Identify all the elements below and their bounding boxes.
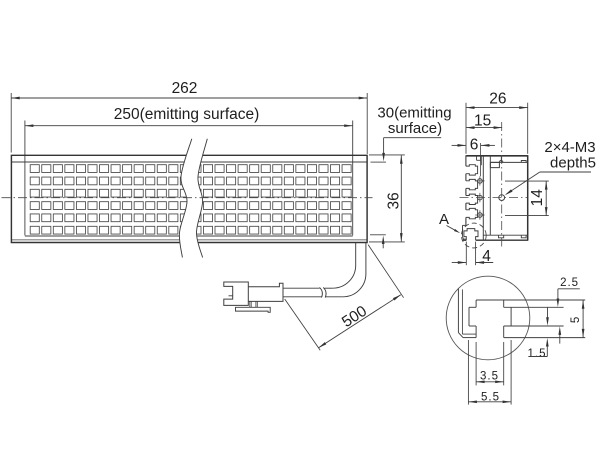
svg-text:250(emitting surface): 250(emitting surface) — [114, 106, 260, 123]
svg-text:4: 4 — [482, 248, 491, 265]
svg-text:A: A — [439, 211, 449, 228]
svg-text:14: 14 — [529, 189, 546, 207]
svg-text:5.5: 5.5 — [481, 391, 500, 403]
svg-text:3.5: 3.5 — [480, 370, 499, 382]
svg-text:depth5: depth5 — [550, 154, 596, 171]
svg-text:26: 26 — [489, 90, 506, 107]
svg-text:2.5: 2.5 — [560, 277, 579, 289]
svg-text:36: 36 — [386, 192, 403, 209]
svg-text:262: 262 — [172, 80, 198, 97]
svg-text:30(emitting: 30(emitting — [377, 105, 451, 122]
svg-text:1.5: 1.5 — [528, 348, 547, 360]
svg-text:5: 5 — [570, 317, 582, 323]
svg-text:15: 15 — [474, 112, 491, 129]
svg-text:6: 6 — [470, 136, 479, 153]
svg-text:surface): surface) — [388, 120, 442, 137]
svg-text:2×4-M3: 2×4-M3 — [544, 139, 595, 156]
